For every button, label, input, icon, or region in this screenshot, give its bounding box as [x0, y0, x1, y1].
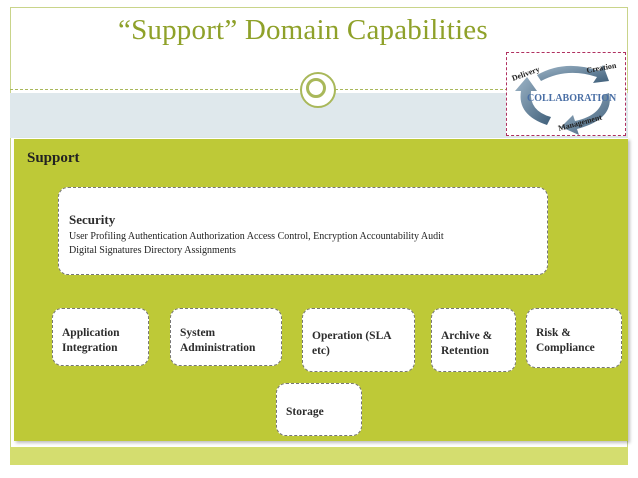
storage-label: Storage — [286, 406, 324, 418]
support-panel: Support Security User Profiling Authenti… — [14, 138, 628, 441]
capability-label: Archive & Retention — [441, 329, 531, 359]
cycle-arrow-icon — [537, 65, 609, 83]
security-box: Security User Profiling Authentication A… — [58, 187, 548, 275]
slide-title: “Support” Domain Capabilities — [118, 14, 488, 46]
capability-label: Application Integration — [62, 326, 152, 356]
security-description: User Profiling Authentication Authorizat… — [69, 230, 529, 258]
capability-box: Application Integration — [52, 308, 149, 366]
capability-label-line: Compliance — [536, 342, 595, 354]
capability-box: Operation (SLA etc) — [302, 308, 415, 372]
capability-box: System Administration — [170, 308, 282, 366]
capability-label-line: Operation (SLA — [312, 330, 392, 342]
capability-label: Risk & Compliance — [536, 326, 626, 356]
collab-center: COLLABORATION — [527, 93, 617, 104]
collab-label: Management — [557, 113, 603, 133]
ring-ornament-icon — [300, 72, 336, 108]
collaboration-graphic: Delivery Creation COLLABORATION Manageme… — [506, 52, 626, 136]
cycle-arrow-icon — [515, 77, 551, 125]
capability-label-line: Retention — [441, 345, 489, 357]
capability-label-line: etc) — [312, 345, 330, 357]
capability-label-line: Risk & — [536, 327, 571, 339]
capability-box: Archive & Retention — [431, 308, 516, 372]
capability-label-line: Administration — [180, 342, 256, 354]
security-title: Security — [69, 212, 116, 227]
capability-label-line: Application — [62, 327, 120, 339]
cycle-arrow-icon — [561, 93, 610, 135]
capability-label: System Administration — [180, 326, 270, 356]
security-line: User Profiling Authentication Authorizat… — [69, 231, 444, 242]
storage-box: Storage — [276, 383, 362, 436]
capability-label-line: System — [180, 327, 216, 339]
capability-box: Risk & Compliance — [526, 308, 622, 368]
footer-bar — [10, 447, 628, 465]
security-line: Digital Signatures Directory Assignments — [69, 245, 236, 256]
capability-label-line: Archive & — [441, 330, 493, 342]
panel-title: Support — [27, 150, 80, 166]
capability-label: Operation (SLA etc) — [312, 329, 402, 359]
capability-label-line: Integration — [62, 342, 118, 354]
